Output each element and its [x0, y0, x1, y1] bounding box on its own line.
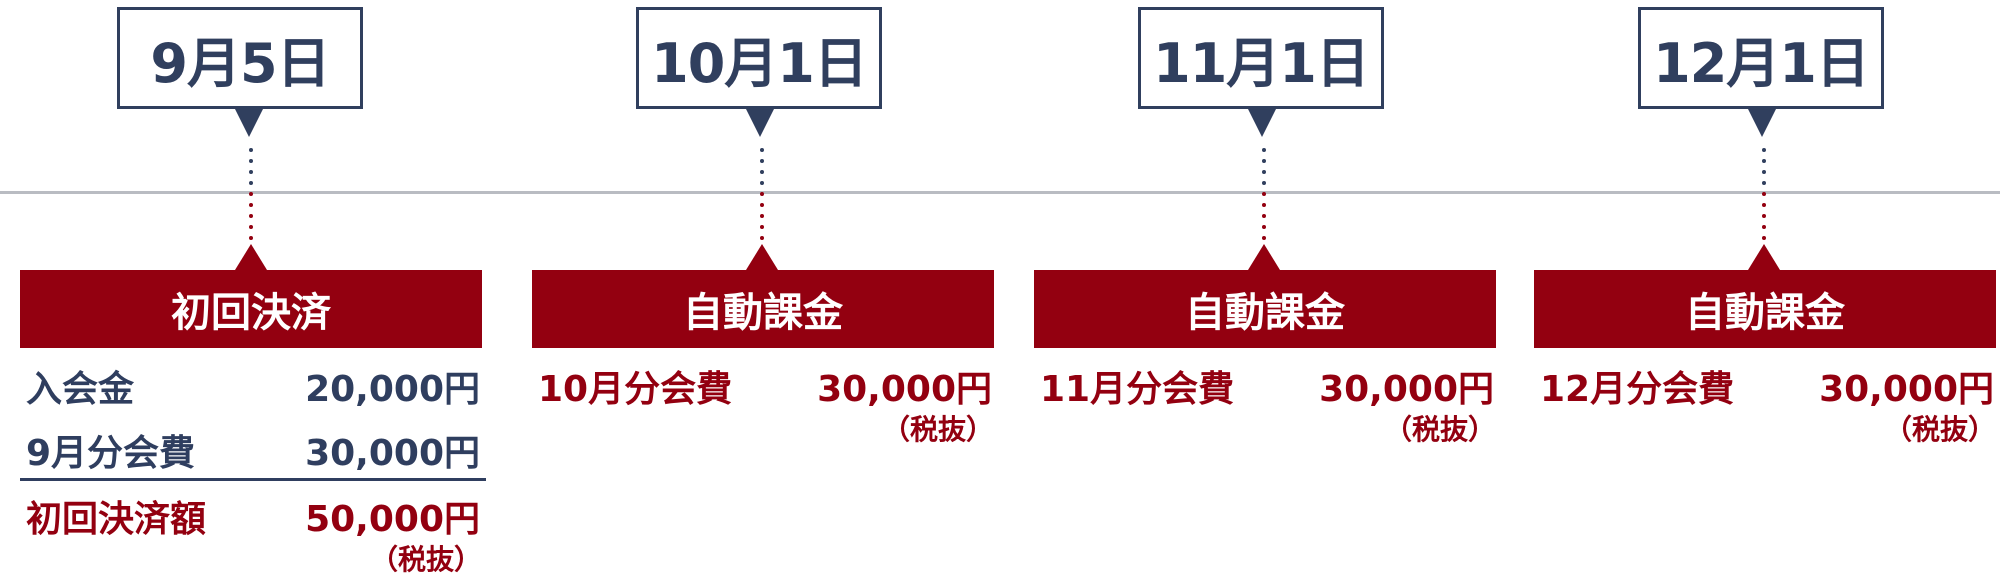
- timeline-column-4: 12月1日 自動課金 12月分会費 30,000円 （税抜）: [1534, 0, 1996, 586]
- connector-dot: [249, 148, 253, 152]
- connector-dot: [760, 181, 764, 185]
- fee-label: 11月分会費: [1040, 369, 1235, 410]
- header-auto-charge: 自動課金: [1034, 270, 1496, 348]
- connector-dot: [760, 225, 764, 229]
- connector-dot: [1762, 148, 1766, 152]
- total-label: 初回決済額: [26, 499, 207, 540]
- connector-dot: [249, 181, 253, 185]
- date-pointer-arrow: [746, 109, 774, 137]
- date-label-box: 9月5日: [117, 7, 363, 109]
- fee-row-monthly: 12月分会費 30,000円: [1534, 360, 1996, 416]
- date-label-box: 12月1日: [1638, 7, 1884, 109]
- timeline-column-1: 9月5日 初回決済 入会金 20,000円 9月分会費 30,000円 初回決済…: [20, 0, 486, 586]
- connector-dot: [1262, 192, 1266, 196]
- connector-dot: [249, 225, 253, 229]
- header-initial-payment: 初回決済: [20, 270, 482, 348]
- connector-dot: [249, 236, 253, 240]
- dotted-connector: [249, 144, 253, 244]
- timeline-axis: [0, 191, 2000, 194]
- fee-label: 10月分会費: [538, 369, 733, 410]
- tax-excluded-note: （税抜）: [1383, 413, 1496, 446]
- connector-dot: [760, 192, 764, 196]
- connector-dot: [1262, 214, 1266, 218]
- connector-dot: [1762, 214, 1766, 218]
- connector-dot: [249, 214, 253, 218]
- connector-dot: [1262, 148, 1266, 152]
- header-pointer-arrow: [1748, 244, 1780, 270]
- connector-dot: [1762, 192, 1766, 196]
- header-pointer-arrow: [1248, 244, 1280, 270]
- fee-amount: 20,000円: [305, 369, 480, 410]
- connector-dot: [1262, 225, 1266, 229]
- connector-dot: [249, 203, 253, 207]
- tax-excluded-note: （税抜）: [369, 543, 482, 576]
- date-label: 9月5日: [150, 31, 330, 95]
- header-label: 自動課金: [1685, 290, 1845, 336]
- header-pointer-arrow: [746, 244, 778, 270]
- connector-dot: [1762, 236, 1766, 240]
- fee-amount: 30,000円: [305, 433, 480, 474]
- connector-dot: [1762, 181, 1766, 185]
- dotted-connector: [1262, 144, 1266, 244]
- connector-dot: [1762, 170, 1766, 174]
- fee-label: 入会金: [26, 369, 135, 410]
- connector-dot: [249, 192, 253, 196]
- tax-excluded-note: （税抜）: [881, 413, 994, 446]
- fee-label: 9月分会費: [26, 433, 196, 474]
- fee-amount: 30,000円: [817, 369, 992, 410]
- connector-dot: [249, 170, 253, 174]
- timeline-column-3: 11月1日 自動課金 11月分会費 30,000円 （税抜）: [1034, 0, 1496, 586]
- fee-row-total: 初回決済額 50,000円: [20, 490, 482, 546]
- connector-dot: [1262, 159, 1266, 163]
- dotted-connector: [1762, 144, 1766, 244]
- fee-row-enrollment: 入会金 20,000円: [20, 360, 482, 416]
- date-label: 10月1日: [651, 31, 868, 95]
- header-label: 自動課金: [683, 290, 843, 336]
- date-pointer-arrow: [1248, 109, 1276, 137]
- connector-dot: [760, 159, 764, 163]
- header-auto-charge: 自動課金: [1534, 270, 1996, 348]
- connector-dot: [1262, 181, 1266, 185]
- connector-dot: [1762, 203, 1766, 207]
- fee-row-september: 9月分会費 30,000円: [20, 424, 482, 480]
- fee-row-monthly: 10月分会費 30,000円: [532, 360, 994, 416]
- dotted-connector: [760, 144, 764, 244]
- connector-dot: [1762, 225, 1766, 229]
- timeline-column-2: 10月1日 自動課金 10月分会費 30,000円 （税抜）: [532, 0, 994, 586]
- connector-dot: [760, 236, 764, 240]
- connector-dot: [1262, 236, 1266, 240]
- header-auto-charge: 自動課金: [532, 270, 994, 348]
- connector-dot: [760, 214, 764, 218]
- connector-dot: [1262, 203, 1266, 207]
- date-label: 11月1日: [1153, 31, 1370, 95]
- fee-label: 12月分会費: [1540, 369, 1735, 410]
- date-pointer-arrow: [1748, 109, 1776, 137]
- connector-dot: [760, 203, 764, 207]
- tax-excluded-note: （税抜）: [1883, 413, 1996, 446]
- header-pointer-arrow: [235, 244, 267, 270]
- fee-row-monthly: 11月分会費 30,000円: [1034, 360, 1496, 416]
- header-label: 自動課金: [1185, 290, 1345, 336]
- header-label: 初回決済: [171, 290, 331, 336]
- date-label-box: 10月1日: [636, 7, 882, 109]
- connector-dot: [1762, 159, 1766, 163]
- fee-amount: 30,000円: [1819, 369, 1994, 410]
- total-amount: 50,000円: [305, 499, 480, 540]
- connector-dot: [249, 159, 253, 163]
- fee-amount: 30,000円: [1319, 369, 1494, 410]
- connector-dot: [760, 170, 764, 174]
- connector-dot: [1262, 170, 1266, 174]
- date-pointer-arrow: [235, 109, 263, 137]
- total-divider: [20, 478, 486, 481]
- date-label: 12月1日: [1653, 31, 1870, 95]
- date-label-box: 11月1日: [1138, 7, 1384, 109]
- connector-dot: [760, 148, 764, 152]
